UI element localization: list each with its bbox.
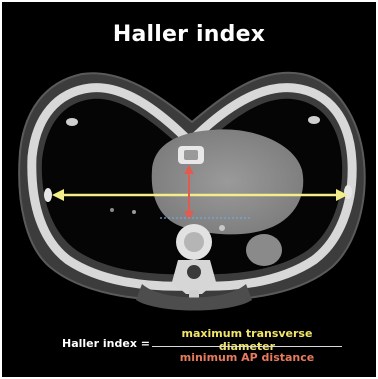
formula-denominator: minimum AP distance bbox=[152, 351, 342, 364]
heart bbox=[152, 129, 304, 234]
haller-formula: Haller index = maximum transverse diamet… bbox=[2, 324, 376, 370]
fraction-bar bbox=[152, 346, 342, 347]
formula-numerator: maximum transverse diameter bbox=[152, 327, 342, 353]
ct-chest-scan bbox=[2, 2, 376, 377]
formula-lhs: Haller index = bbox=[62, 337, 150, 350]
haller-index-figure: Haller index bbox=[2, 2, 376, 377]
